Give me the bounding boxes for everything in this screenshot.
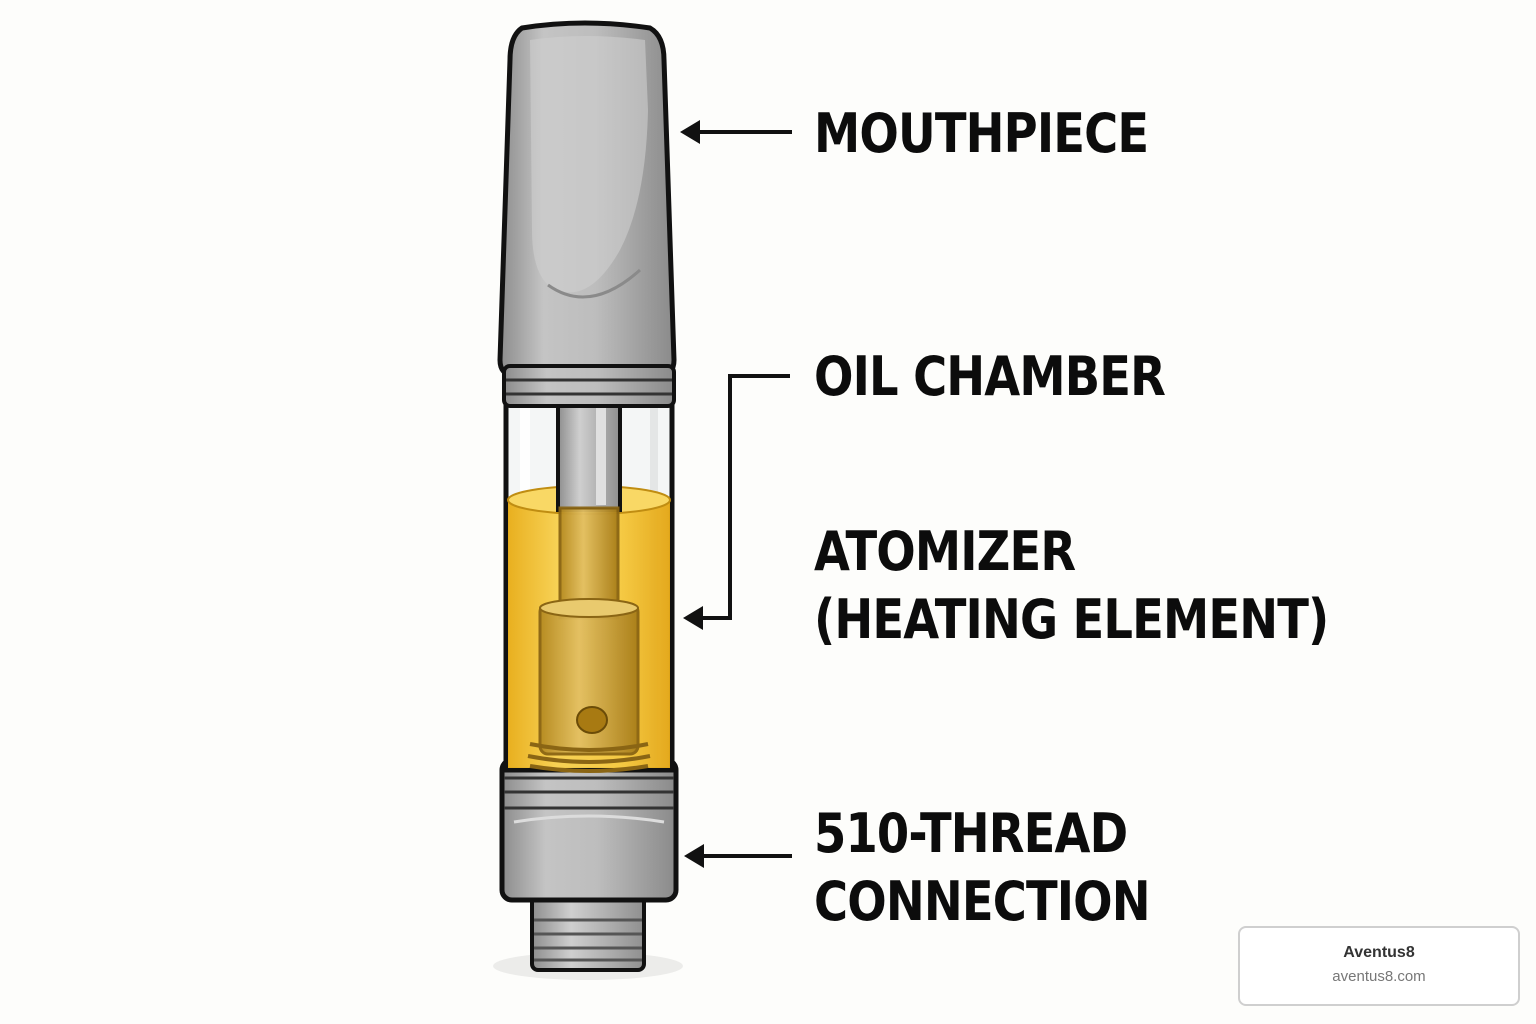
label-mouthpiece-text: MOUTHPIECE <box>814 102 1149 165</box>
label-thread-connection: 510-THREAD CONNECTION <box>814 800 1151 936</box>
label-thread-line1: 510-THREAD <box>814 802 1128 865</box>
base-collar <box>499 757 679 903</box>
mouthpiece-rings <box>502 364 676 408</box>
bracket-oil-atomizer <box>683 374 790 630</box>
source-name: Aventus8 <box>1343 944 1415 961</box>
label-thread-line2: CONNECTION <box>814 870 1151 933</box>
label-atomizer-line2: (HEATING ELEMENT) <box>814 588 1329 651</box>
atomizer <box>527 506 651 773</box>
label-atomizer-line1: ATOMIZER <box>814 520 1076 583</box>
arrow-thread <box>684 844 792 868</box>
source-url: aventus8.com <box>1332 968 1426 985</box>
label-atomizer: ATOMIZER (HEATING ELEMENT) <box>814 518 1329 654</box>
arrow-mouthpiece <box>680 120 792 144</box>
label-mouthpiece: MOUTHPIECE <box>814 100 1149 168</box>
source-card: Aventus8 aventus8.com <box>1238 926 1520 1006</box>
label-oil-chamber-text: OIL CHAMBER <box>814 345 1166 408</box>
label-oil-chamber: OIL CHAMBER <box>814 343 1166 411</box>
center-post <box>556 398 622 512</box>
mouthpiece <box>497 20 677 378</box>
